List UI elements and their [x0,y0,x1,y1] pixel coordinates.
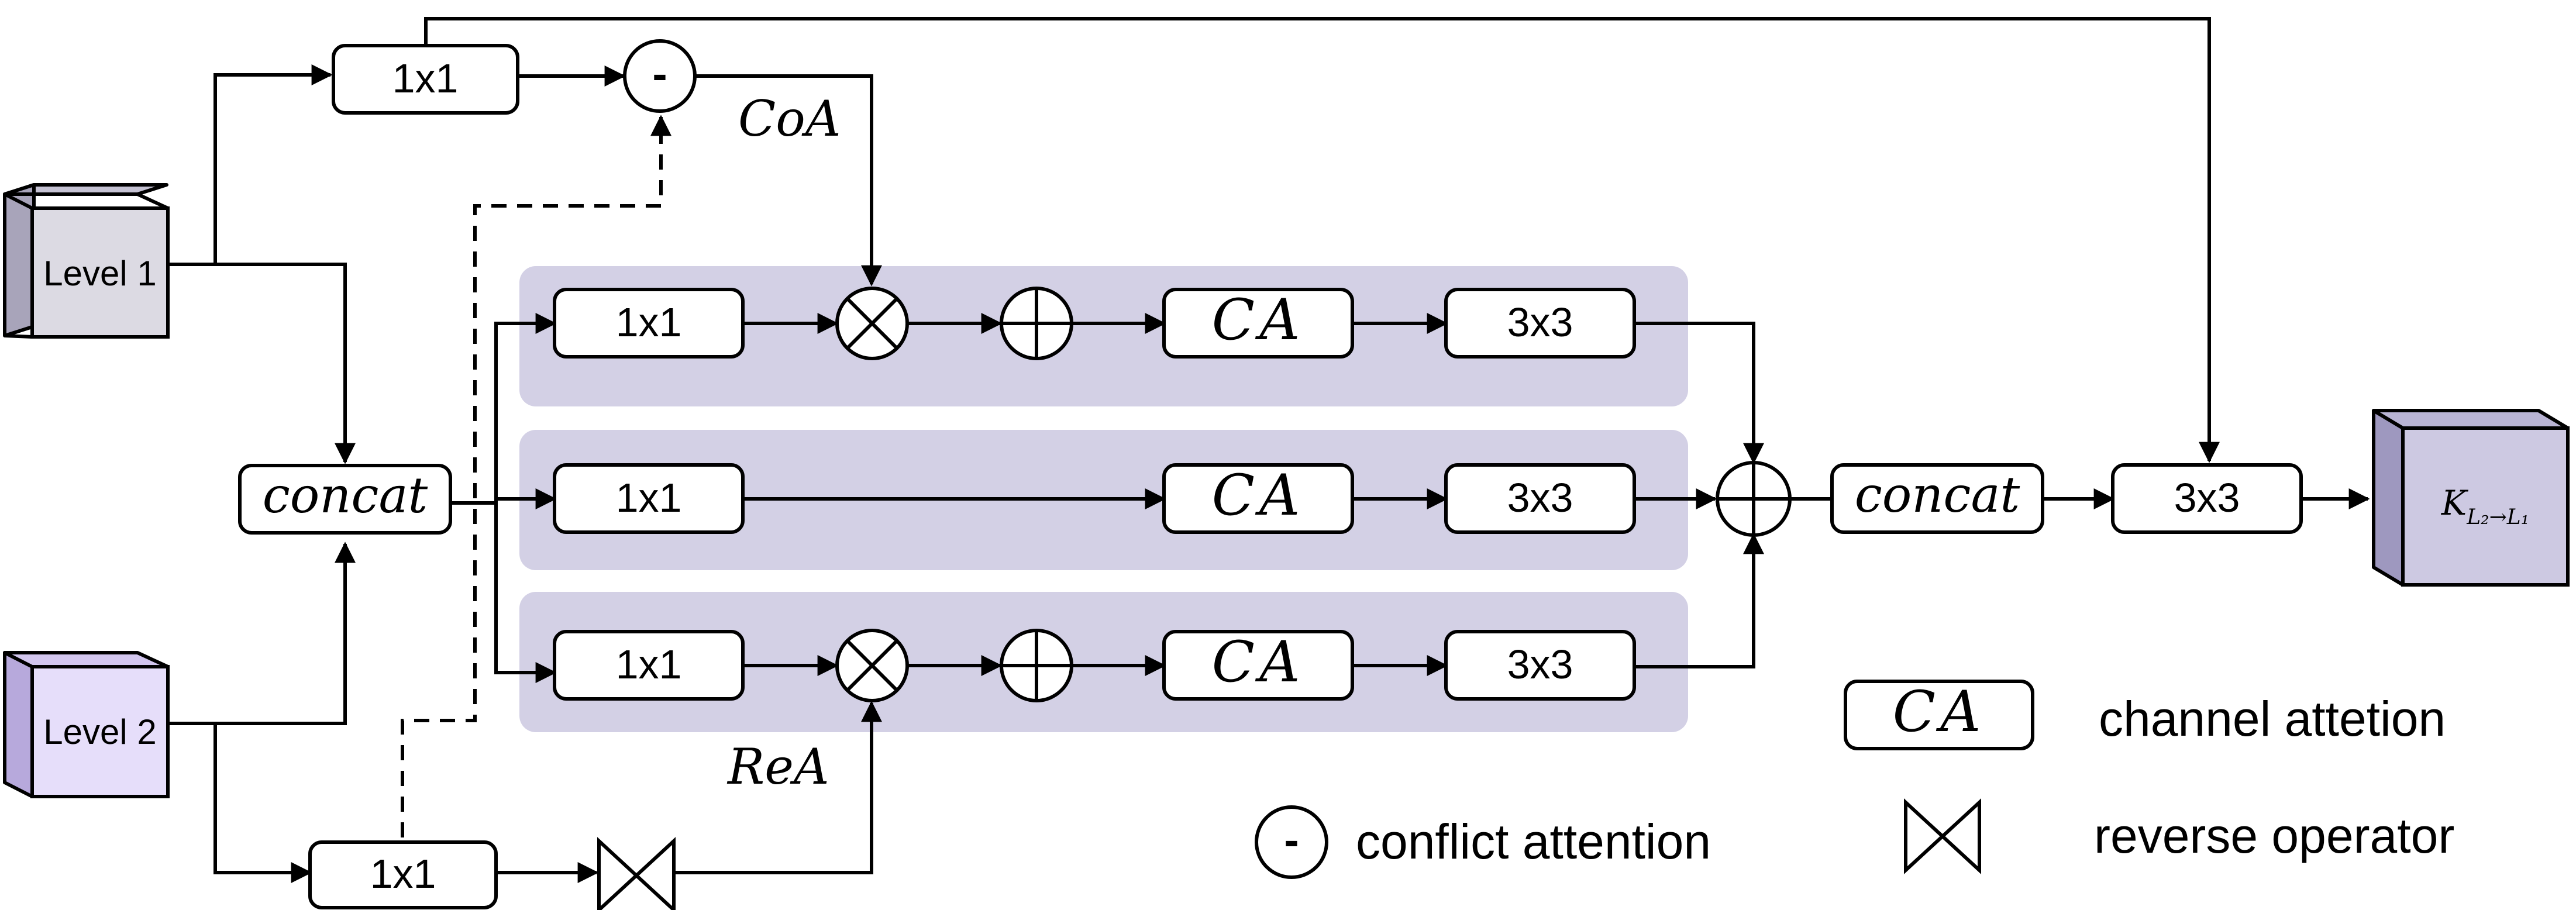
legend-reverse-text: reverse operator [2094,808,2454,863]
add-bottom-icon [1000,629,1073,702]
edge-top-3x3-to-sum [1634,322,1764,464]
reverse-operator-icon [597,837,676,910]
legend-ca-label: CA [1893,679,1986,744]
ca-top-box [1162,288,1354,359]
minus-op-label: - [652,49,667,99]
legend-ca-box [1844,680,2034,750]
branch-band-top [519,266,1688,406]
level2-label: Level 2 [43,712,156,752]
ca-bottom-label: CA [1212,629,1305,695]
concat-right-box [1830,463,2044,534]
rea-annotation: ReA [726,738,829,795]
conv3x3-top-box [1444,288,1636,359]
edge-split-to-bottom-branch [494,503,557,683]
legend-minus-label: - [1284,815,1299,865]
edge-level2-to-concat [167,542,356,725]
edge-reverse-to-multiply [674,701,882,874]
edge-bot-3x3-to-sum [1634,533,1764,668]
level1-cube [3,183,170,339]
ca-middle-label: CA [1212,463,1305,528]
conv3x3-middle-label: 3x3 [1507,475,1573,521]
ca-top-label: CA [1212,287,1305,353]
conv3x3-middle-box [1444,463,1636,534]
legend: CA channel attetion - conflict attention… [1255,679,2454,879]
level1-label: Level 1 [43,254,156,293]
conv1x1-branch-middle-label: 1x1 [616,475,682,521]
conv3x3-final-label: 3x3 [2174,475,2240,521]
multiply-bottom-icon [835,629,909,702]
conv1x1-branch-bottom-label: 1x1 [616,642,682,687]
concat-left-label: concat [263,467,428,524]
edge-level1-to-concat [215,263,356,464]
legend-reverse-icon [1904,798,1981,874]
legend-conflict-text: conflict attention [1356,814,1711,869]
conv1x1-bottom-label: 1x1 [370,851,436,897]
edge-split-to-top-branch [494,313,557,503]
level2-cube [3,651,170,798]
branch-band-bottom [519,592,1688,732]
add-top-icon [1000,287,1073,360]
conv3x3-final-box [2111,463,2303,534]
conv1x1-top-box [332,44,519,115]
output-label: KL₂→L₁ [2441,483,2529,529]
conv3x3-top-label: 3x3 [1507,299,1573,345]
edge-level1-to-top-1x1 [167,64,333,266]
edge-dashed-rea-to-minus [401,115,671,837]
ca-middle-box [1162,463,1354,534]
edge-skip-to-final-3x3 [424,17,2220,463]
conv1x1-branch-top-box [553,288,745,359]
ca-bottom-box [1162,630,1354,701]
concat-right-label: concat [1855,466,2020,523]
sum-icon [1716,461,1792,537]
edge-level2-to-bottom-1x1 [213,723,312,883]
conv1x1-bottom-box [308,840,498,909]
conv1x1-branch-top-label: 1x1 [616,299,682,345]
concat-left-box [238,464,452,535]
coa-annotation: CoA [738,90,841,147]
minus-op-icon [623,39,697,113]
legend-minus-icon [1255,805,1328,879]
conv3x3-bottom-label: 3x3 [1507,642,1573,687]
conv1x1-top-label: 1x1 [392,56,459,101]
conv3x3-bottom-box [1444,630,1636,701]
edge-minus-to-multiply [695,74,882,287]
legend-ca-text: channel attetion [2099,691,2446,746]
multiply-top-icon [835,287,909,360]
conv1x1-branch-bottom-box [553,630,745,701]
output-cube [2372,409,2570,587]
conv1x1-branch-middle-box [553,463,745,534]
